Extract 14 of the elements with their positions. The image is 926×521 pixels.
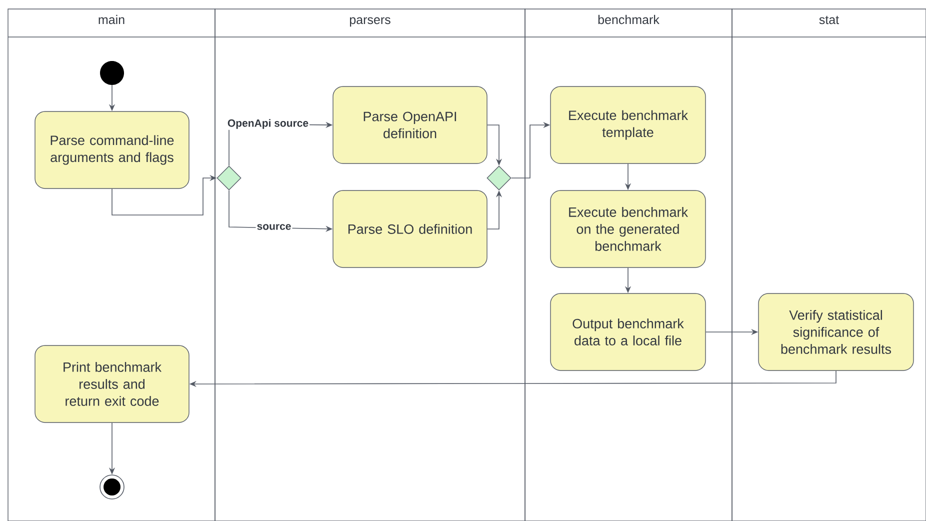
start-node — [100, 61, 124, 85]
edge-label: OpenApi source — [226, 118, 310, 130]
activity-box: Parse SLO definition — [332, 190, 488, 268]
activity-box: Parse OpenAPI definition — [332, 86, 488, 164]
activity-box: Verify statistical significance of benchmark results — [758, 293, 914, 371]
activity-box: Execute benchmark template — [550, 86, 706, 164]
edge-label: source — [256, 223, 292, 231]
end-node — [100, 474, 124, 500]
activity-box: Parse command-line arguments and flags — [34, 111, 190, 189]
decision-diamond — [486, 166, 512, 190]
activity-box: Print benchmark results and return exit code — [34, 345, 190, 423]
activity-box: Execute benchmark on the generated benchmark — [550, 190, 706, 268]
activity-box: Output benchmark data to a local file — [550, 293, 706, 371]
decision-diamond — [216, 166, 242, 190]
